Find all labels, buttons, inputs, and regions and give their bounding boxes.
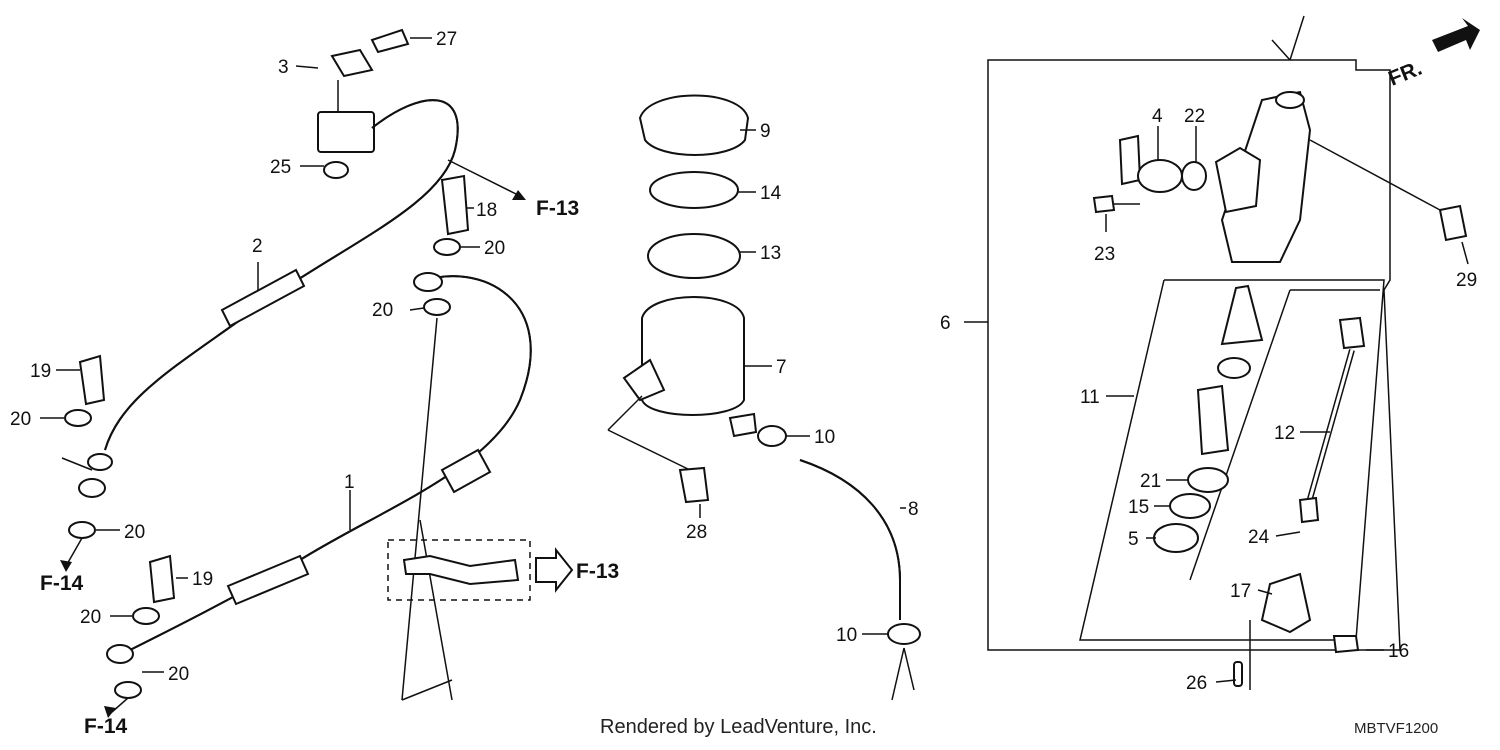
callout-28: 28 <box>686 522 707 543</box>
joint-4 <box>1118 134 1142 186</box>
hose-1-lower <box>106 272 532 664</box>
callout-15: 15 <box>1128 497 1149 518</box>
callout-20-f: 20 <box>168 664 189 685</box>
cap-9 <box>638 94 750 156</box>
washer-20-a <box>64 409 92 427</box>
washer-20-b <box>68 521 96 539</box>
callout-27: 27 <box>436 29 457 50</box>
circlip-5 <box>1153 523 1199 553</box>
callout-12: 12 <box>1274 423 1295 444</box>
callout-19-a: 19 <box>30 361 51 382</box>
callout-9: 9 <box>760 121 771 142</box>
callout-7: 7 <box>776 357 787 378</box>
bolt-19-top <box>78 354 106 406</box>
callout-18: 18 <box>476 200 497 221</box>
leader-lines <box>40 37 1469 683</box>
front-label: FR. <box>1385 57 1425 91</box>
callout-14: 14 <box>760 183 782 204</box>
callout-8: 8 <box>908 499 919 520</box>
callout-23: 23 <box>1094 244 1115 265</box>
front-arrow-icon <box>1432 18 1480 52</box>
rendered-by-credit: Rendered by LeadVenture, Inc. <box>600 716 877 738</box>
diaphragm-13 <box>647 233 741 279</box>
callout-21: 21 <box>1140 471 1161 492</box>
callout-1: 1 <box>344 472 355 493</box>
nut-25-shape <box>323 161 349 179</box>
ref-f13-top[interactable]: F-13 <box>536 197 579 220</box>
callout-19-b: 19 <box>192 569 213 590</box>
callout-29: 29 <box>1456 270 1477 291</box>
bolt-18-shape <box>440 174 470 236</box>
diagram-code: MBTVF1200 <box>1354 720 1438 737</box>
hose-2-sleeve <box>220 268 306 328</box>
cup-21 <box>1187 467 1229 493</box>
joint-block <box>317 111 375 153</box>
callout-20-a: 20 <box>10 409 31 430</box>
hose-2-upper <box>61 28 459 498</box>
reservoir-7 <box>641 296 745 416</box>
callout-16: 16 <box>1388 641 1409 662</box>
callout-17: 17 <box>1230 581 1251 602</box>
callout-20-c: 20 <box>484 238 505 259</box>
clip-10-lower <box>887 623 921 645</box>
arrow-f13-mid <box>535 547 574 593</box>
pin-16 <box>1332 635 1360 654</box>
callout-20-e: 20 <box>80 607 101 628</box>
callout-20-d: 20 <box>372 300 393 321</box>
bolt-27-shape <box>370 28 410 54</box>
callout-2: 2 <box>252 236 263 257</box>
callout-10-a: 10 <box>814 427 835 448</box>
callout-labels: 27 3 25 18 2 20 20 19 20 20 1 19 20 20 9… <box>10 29 1477 694</box>
washer-20-c <box>433 238 461 256</box>
bolt-19-bottom <box>148 554 176 604</box>
nut-24 <box>1298 496 1320 524</box>
spring <box>1196 384 1230 456</box>
callout-24: 24 <box>1248 527 1270 548</box>
callout-6: 6 <box>940 313 951 334</box>
callout-5: 5 <box>1128 529 1139 550</box>
callout-13: 13 <box>760 243 781 264</box>
callout-20-b: 20 <box>124 522 145 543</box>
bolt-29 <box>1438 204 1468 242</box>
washer-20-d <box>423 298 451 316</box>
ref-f14-bottom[interactable]: F-14 <box>84 715 128 738</box>
callout-11: 11 <box>1080 387 1100 408</box>
callout-10-b: 10 <box>836 625 857 646</box>
callout-3: 3 <box>278 57 289 78</box>
ref-f14-top[interactable]: F-14 <box>40 572 84 595</box>
reservoir-assembly <box>607 94 921 701</box>
callout-26: 26 <box>1186 673 1207 694</box>
assembly-6-frame <box>987 59 1401 651</box>
washer-20-f <box>114 681 142 699</box>
plate-14 <box>649 171 739 209</box>
cotter-26 <box>1233 661 1243 687</box>
washer-20-e <box>132 607 160 625</box>
joint-4-base <box>1137 159 1183 193</box>
cup-15 <box>1169 493 1211 519</box>
spring-cone <box>1220 284 1264 346</box>
rod-top <box>1338 316 1366 350</box>
callout-25: 25 <box>270 157 291 178</box>
clip-10-upper <box>757 425 787 447</box>
callout-4: 4 <box>1152 106 1163 127</box>
detail-box <box>387 539 531 601</box>
callout-22: 22 <box>1184 106 1205 127</box>
ref-f13-mid[interactable]: F-13 <box>576 560 619 583</box>
bolt-28 <box>678 466 710 504</box>
master-cylinder-body <box>1214 15 1312 263</box>
oring-22 <box>1181 161 1207 191</box>
joint-17 <box>1260 572 1312 634</box>
screw-23 <box>1092 194 1116 214</box>
clamp-3-shape <box>330 48 374 78</box>
